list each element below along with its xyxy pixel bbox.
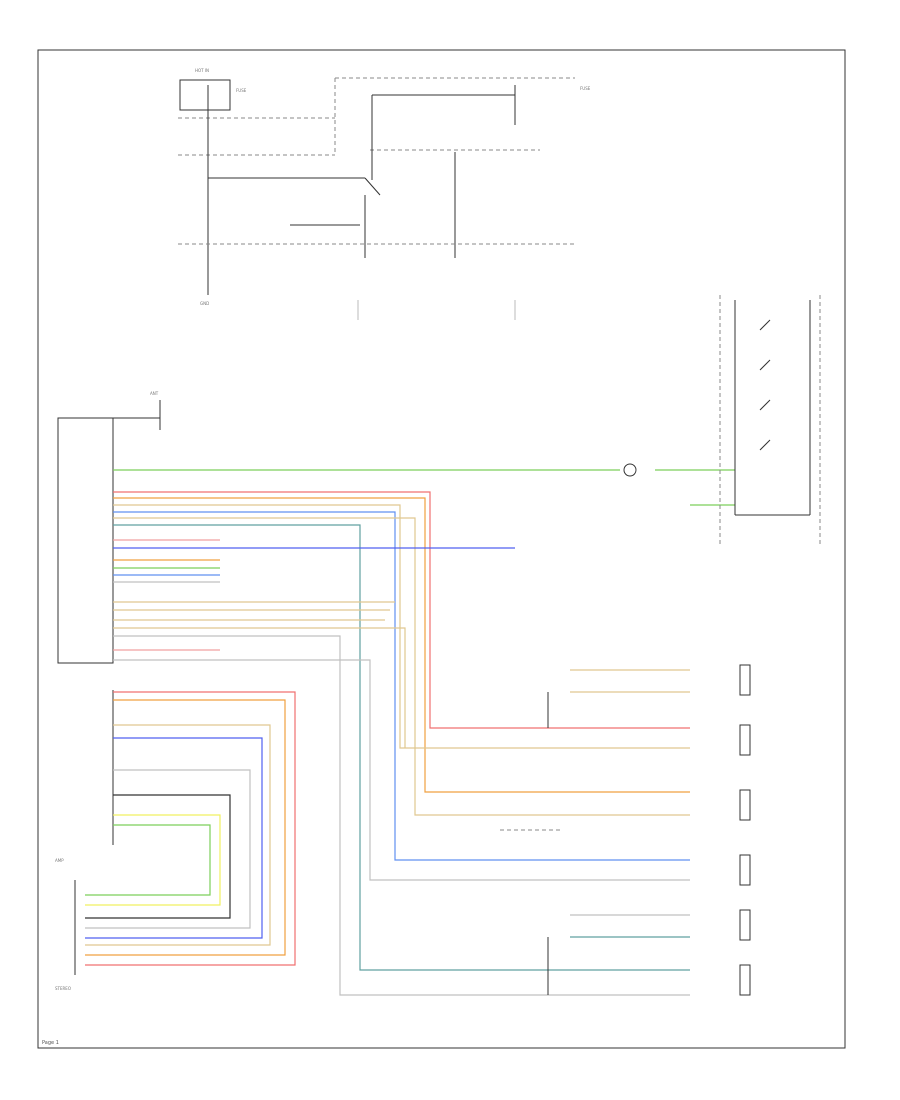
audio-unit: ANT [57, 391, 161, 845]
page-footer: Page 1 [42, 1040, 59, 1046]
svg-text:AMP: AMP [55, 858, 64, 863]
signal-wires [113, 469, 735, 996]
amp-loop-wires: AMP STEREO [55, 691, 296, 991]
svg-text:STEREO: STEREO [55, 986, 71, 991]
svg-text:GND: GND [200, 301, 209, 306]
svg-text:ANT: ANT [150, 391, 159, 396]
speakers [500, 664, 751, 996]
diagram-frame [37, 49, 846, 1049]
top-power-section: HOT IN FUSE FUSE GND [178, 68, 591, 320]
svg-text:HOT IN: HOT IN [195, 68, 209, 73]
svg-text:FUSE: FUSE [236, 88, 247, 93]
svg-text:FUSE: FUSE [580, 86, 591, 91]
steering-switches [623, 295, 821, 545]
